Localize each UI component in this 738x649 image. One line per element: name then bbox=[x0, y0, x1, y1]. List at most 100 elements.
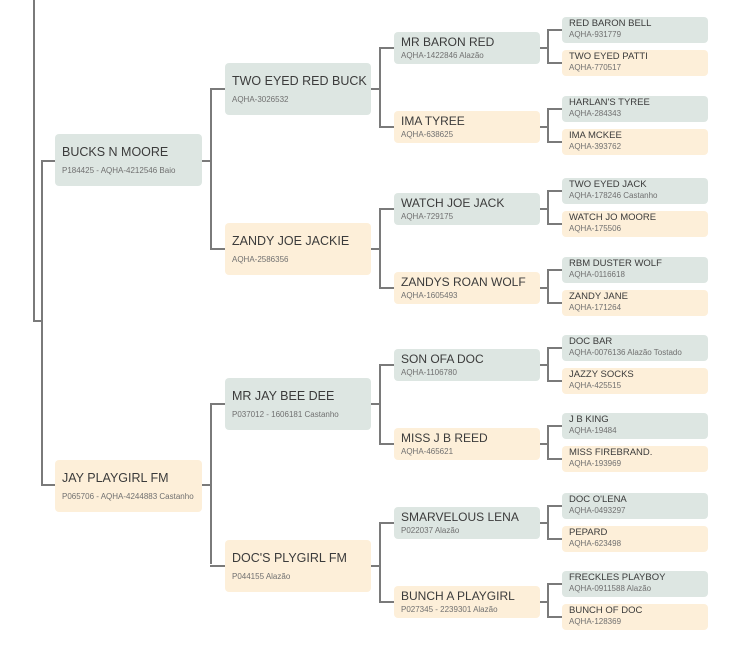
registration-info: AQHA-3026532 bbox=[232, 95, 289, 104]
connector-line bbox=[210, 403, 226, 405]
connector-line bbox=[547, 505, 549, 538]
registration-info: P037012 - 1606181 Castanho bbox=[232, 410, 339, 419]
connector-line bbox=[33, 320, 43, 322]
connector-line bbox=[379, 47, 381, 126]
connector-line bbox=[547, 458, 562, 460]
horse-name: ZANDY JANE bbox=[569, 291, 628, 302]
gen3-sire-card[interactable]: WATCH JOE JACK AQHA-729175 bbox=[394, 193, 540, 225]
registration-info: P044155 Alazão bbox=[232, 572, 291, 581]
horse-name: MR JAY BEE DEE bbox=[232, 389, 335, 403]
horse-name: BUNCH A PLAYGIRL bbox=[401, 589, 515, 603]
connector-line bbox=[547, 190, 549, 223]
connector-line bbox=[379, 287, 394, 289]
connector-line bbox=[210, 565, 226, 567]
connector-line bbox=[547, 108, 549, 141]
horse-name: WATCH JOE JACK bbox=[401, 196, 505, 210]
connector-line bbox=[547, 269, 562, 271]
connector-line bbox=[379, 126, 394, 128]
registration-info: AQHA-1106780 bbox=[401, 368, 457, 377]
connector-line bbox=[547, 223, 562, 225]
horse-name: DOC BAR bbox=[569, 336, 613, 347]
connector-line bbox=[547, 583, 562, 585]
registration-info: AQHA-393762 bbox=[569, 142, 622, 151]
connector-line bbox=[202, 160, 212, 162]
connector-line bbox=[547, 583, 549, 616]
connector-line bbox=[379, 522, 394, 524]
horse-name: ZANDYS ROAN WOLF bbox=[401, 275, 526, 289]
registration-info: AQHA-931779 bbox=[569, 30, 622, 39]
connector-line bbox=[41, 160, 55, 162]
connector-line bbox=[202, 484, 212, 486]
connector-line bbox=[540, 601, 549, 603]
connector-line bbox=[379, 208, 381, 287]
connector-line bbox=[371, 88, 381, 90]
connector-line bbox=[371, 565, 381, 567]
connector-line bbox=[547, 29, 549, 62]
horse-name: MISS J B REED bbox=[401, 431, 488, 445]
connector-line bbox=[540, 208, 549, 210]
registration-info: AQHA-175506 bbox=[569, 224, 622, 233]
registration-info: P022037 Alazão bbox=[401, 526, 460, 535]
horse-name: IMA TYREE bbox=[401, 114, 465, 128]
connector-line bbox=[210, 248, 226, 250]
connector-line bbox=[547, 347, 549, 380]
connector-line bbox=[379, 443, 394, 445]
connector-line bbox=[547, 538, 562, 540]
horse-name: TWO EYED JACK bbox=[569, 179, 647, 190]
gen3-dam-card[interactable]: MISS J B REED AQHA-465621 bbox=[394, 428, 540, 460]
connector-line bbox=[547, 505, 562, 507]
registration-info: AQHA-0116618 bbox=[569, 270, 625, 279]
gen3-dam-card[interactable]: IMA TYREE AQHA-638625 bbox=[394, 111, 540, 143]
connector-line bbox=[547, 108, 562, 110]
horse-name: HARLAN'S TYREE bbox=[569, 97, 650, 108]
connector-line bbox=[547, 616, 562, 618]
gen2-sire-card[interactable]: MR JAY BEE DEE P037012 - 1606181 Castanho bbox=[225, 378, 371, 430]
connector-line bbox=[547, 141, 562, 143]
registration-info: AQHA-178246 Castanho bbox=[569, 191, 658, 200]
horse-name: J B KING bbox=[569, 414, 609, 425]
connector-line bbox=[210, 88, 226, 90]
gen4-dam-card[interactable]: MISS FIREBRAND.AQHA-193969 bbox=[562, 446, 708, 472]
registration-info: AQHA-638625 bbox=[401, 130, 454, 139]
horse-name: RED BARON BELL bbox=[569, 18, 652, 29]
registration-info: AQHA-729175 bbox=[401, 212, 454, 221]
registration-info: AQHA-623498 bbox=[569, 539, 622, 548]
connector-line bbox=[41, 160, 43, 485]
horse-name: IMA MCKEE bbox=[569, 130, 622, 141]
horse-name: DOC O'LENA bbox=[569, 494, 627, 505]
connector-line bbox=[379, 47, 394, 49]
connector-line bbox=[547, 190, 562, 192]
connector-line bbox=[547, 29, 562, 31]
connector-line bbox=[547, 62, 562, 64]
registration-info: AQHA-465621 bbox=[401, 447, 454, 456]
horse-name: WATCH JO MOORE bbox=[569, 212, 657, 223]
horse-name: MISS FIREBRAND. bbox=[569, 447, 653, 458]
horse-name: JAZZY SOCKS bbox=[569, 369, 634, 380]
registration-info: AQHA-0911588 Alazão bbox=[569, 584, 652, 593]
